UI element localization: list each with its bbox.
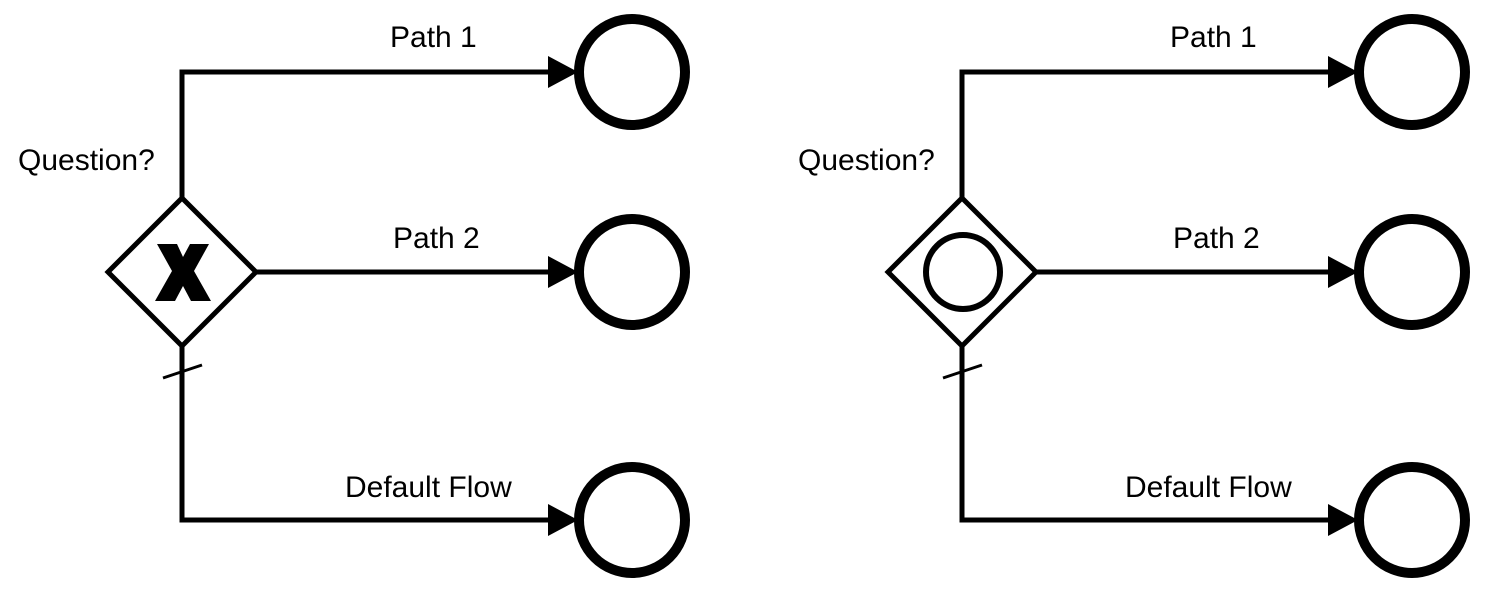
question-label: Question? xyxy=(798,144,935,177)
arrowhead-default xyxy=(548,504,578,536)
end-event-path-2[interactable] xyxy=(1354,214,1470,330)
flow-label-path-2: Path 2 xyxy=(393,222,480,255)
end-event-path-1[interactable] xyxy=(574,14,690,130)
end-event-path-2[interactable] xyxy=(574,214,690,330)
arrowhead-path-1 xyxy=(548,56,578,88)
diagram-exclusive-gateway: Question? Path 1 Path 2 Default Flow xyxy=(18,14,690,578)
x-icon xyxy=(155,244,211,301)
default-flow-marker xyxy=(942,363,983,380)
question-label: Question? xyxy=(18,144,155,177)
flow-line-path-1[interactable] xyxy=(179,69,548,197)
flow-line-path-1[interactable] xyxy=(959,69,1328,197)
circle-icon xyxy=(923,232,1003,312)
diagram-event-based-gateway: Question? Path 1 Path 2 Default Flow xyxy=(798,14,1470,578)
flow-line-default[interactable] xyxy=(959,347,1328,523)
arrowhead-path-1 xyxy=(1328,56,1358,88)
arrowhead-default xyxy=(1328,504,1358,536)
end-event-path-1[interactable] xyxy=(1354,14,1470,130)
end-event-default[interactable] xyxy=(1354,462,1470,578)
flow-label-default: Default Flow xyxy=(345,471,512,504)
flow-label-path-1: Path 1 xyxy=(1170,21,1257,54)
flow-label-path-1: Path 1 xyxy=(390,21,477,54)
arrowhead-path-2 xyxy=(1328,256,1358,288)
gateway-diamond[interactable] xyxy=(884,194,1040,350)
flow-line-default[interactable] xyxy=(179,347,548,523)
flow-label-path-2: Path 2 xyxy=(1173,222,1260,255)
flow-label-default: Default Flow xyxy=(1125,471,1292,504)
default-flow-marker xyxy=(162,363,203,380)
arrowhead-path-2 xyxy=(548,256,578,288)
end-event-default[interactable] xyxy=(574,462,690,578)
